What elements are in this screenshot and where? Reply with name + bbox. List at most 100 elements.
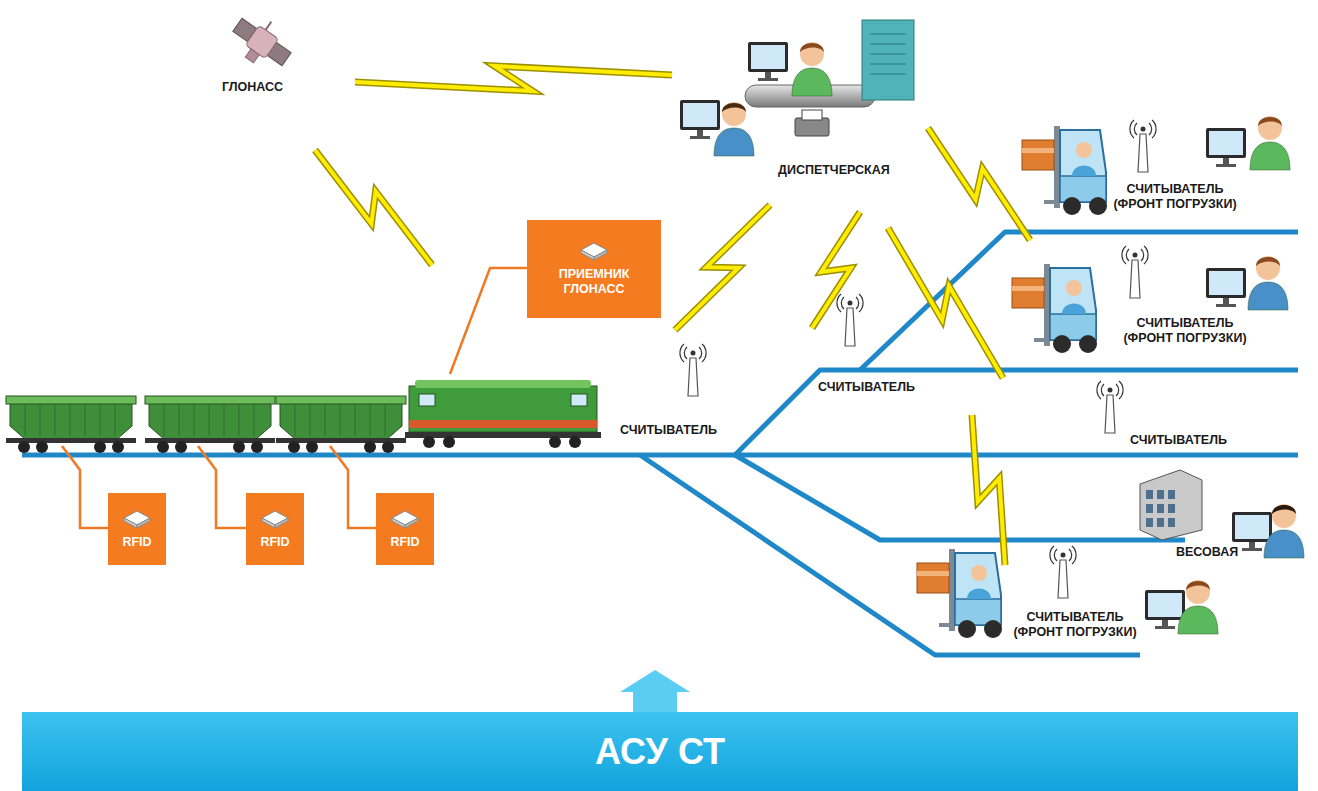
leader-line — [450, 268, 527, 374]
wagon-rib — [115, 404, 116, 436]
loco-window — [419, 394, 435, 406]
forklift-fork — [1044, 200, 1058, 204]
locomotive — [405, 380, 601, 448]
device-label: RFID — [390, 535, 419, 550]
wagon-roof — [276, 396, 406, 404]
wheel — [251, 441, 263, 453]
signal-arc — [1122, 246, 1148, 264]
building-window — [1168, 504, 1175, 513]
antenna-mast — [1058, 560, 1068, 598]
driver-body — [967, 589, 991, 600]
building-window — [1146, 518, 1153, 527]
device-side — [581, 250, 594, 260]
wagon-rib — [164, 404, 165, 436]
wagon-roof — [6, 396, 136, 404]
person-head — [1272, 504, 1296, 528]
monitor-screen — [1209, 271, 1243, 295]
person-icon — [1178, 580, 1218, 634]
radio-link — [315, 150, 432, 265]
antenna-mast — [1130, 260, 1140, 298]
rail-track — [22, 453, 1298, 458]
rail-track — [735, 455, 1185, 540]
monitor-screen — [1148, 593, 1182, 617]
wagon-rib — [85, 404, 86, 436]
wagon-rib — [385, 404, 386, 436]
leader-line — [330, 446, 376, 528]
cargo-box — [1012, 278, 1044, 308]
wheel — [423, 436, 435, 448]
reader-label: СЧИТЫВАТЕЛЬ — [1130, 433, 1227, 448]
person-head — [722, 102, 746, 126]
monitor-icon — [748, 42, 788, 81]
monitor-stand — [758, 78, 778, 81]
wheel — [443, 436, 455, 448]
monitor-frame — [680, 100, 720, 130]
person-icon — [1264, 504, 1304, 558]
monitor-icon — [1206, 268, 1246, 307]
monitor-stand — [1249, 542, 1255, 548]
server-case — [862, 20, 914, 100]
loco-roof — [415, 380, 591, 388]
wagon-body — [280, 402, 402, 440]
person-body — [792, 68, 832, 96]
signal-arc — [680, 344, 706, 362]
antenna-tip — [848, 301, 853, 306]
person-icon — [1248, 256, 1288, 310]
wheel — [382, 441, 394, 453]
device-side — [124, 518, 137, 528]
driver-body — [1072, 166, 1096, 177]
device-label: RFID — [122, 535, 151, 550]
person-head — [800, 42, 824, 66]
monitor-stand — [1223, 298, 1229, 304]
radio-link — [888, 228, 1003, 378]
wheel — [175, 441, 187, 453]
wheel — [569, 436, 581, 448]
antenna-mast — [845, 308, 855, 346]
building-window — [1146, 504, 1153, 513]
monitor-screen — [1209, 131, 1243, 155]
wagon-rib — [239, 404, 240, 436]
printer-paper — [802, 110, 822, 120]
weigh-house — [1140, 470, 1202, 540]
driver-head — [971, 565, 987, 581]
wagon-rib — [55, 404, 56, 436]
system-band: АСУ СТ — [22, 712, 1298, 791]
device-icon — [579, 241, 609, 261]
monitor-icon — [680, 100, 720, 139]
hopper-wagon — [276, 396, 406, 453]
device-label: RFID — [260, 535, 289, 550]
device-icon — [122, 509, 152, 529]
antenna-mast — [1138, 134, 1148, 172]
reader-antenna — [1122, 246, 1148, 298]
wagon-rib — [25, 404, 26, 436]
building-window — [1146, 490, 1153, 499]
person-body — [1250, 142, 1290, 170]
rail-track — [735, 370, 1298, 455]
device-box: RFID — [376, 493, 434, 565]
radio-link — [928, 128, 1030, 240]
monitor-frame — [1232, 512, 1272, 542]
server-slot — [870, 74, 906, 75]
person-hair — [1272, 505, 1296, 514]
device-icon — [260, 509, 290, 529]
up-arrow — [620, 670, 690, 712]
loco-body — [409, 386, 597, 432]
building-window — [1157, 490, 1164, 499]
reader-antenna — [1097, 381, 1123, 433]
monitor-stand — [690, 136, 710, 139]
forklift-body — [1060, 130, 1106, 202]
driver-head — [1076, 142, 1092, 158]
person-hair — [1256, 257, 1280, 266]
monitor-stand — [697, 130, 703, 136]
wagon-rib — [70, 404, 71, 436]
cargo-tape — [1012, 286, 1044, 291]
reader-antenna — [680, 344, 706, 396]
device-side — [392, 518, 405, 528]
wheel — [984, 620, 1002, 638]
driver-head — [1066, 280, 1082, 296]
person-hair — [800, 43, 824, 52]
person-icon — [714, 102, 754, 156]
server-slot — [870, 54, 906, 55]
control-room-label: ДИСПЕТЧЕРСКАЯ — [778, 163, 890, 178]
